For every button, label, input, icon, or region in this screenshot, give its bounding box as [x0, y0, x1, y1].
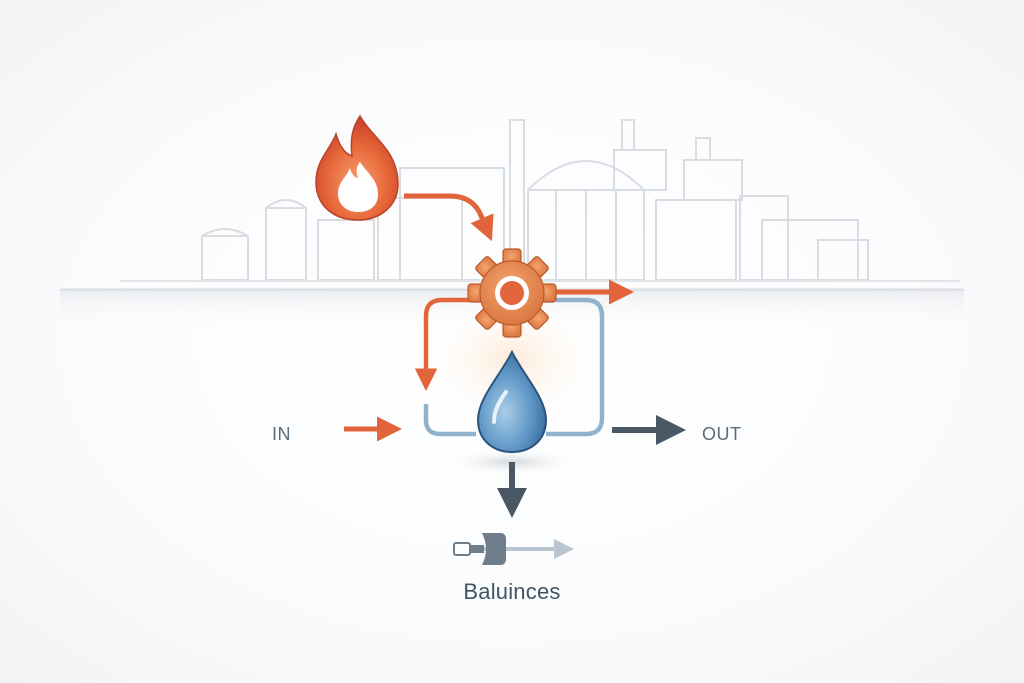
flame-icon [315, 114, 399, 221]
gear-icon [467, 248, 557, 338]
flame-to-gear-arrow [404, 193, 494, 242]
heat-return-loop [414, 297, 470, 391]
in-label: IN [272, 424, 291, 444]
valve-icon [453, 533, 574, 565]
diagram-caption: Baluinces [463, 579, 561, 604]
out-label: OUT [702, 424, 742, 444]
cooling-loop-right [546, 297, 605, 437]
cooling-loop-left [423, 404, 476, 437]
water-drop-icon [476, 349, 548, 454]
industrial-skyline-background [120, 119, 960, 282]
